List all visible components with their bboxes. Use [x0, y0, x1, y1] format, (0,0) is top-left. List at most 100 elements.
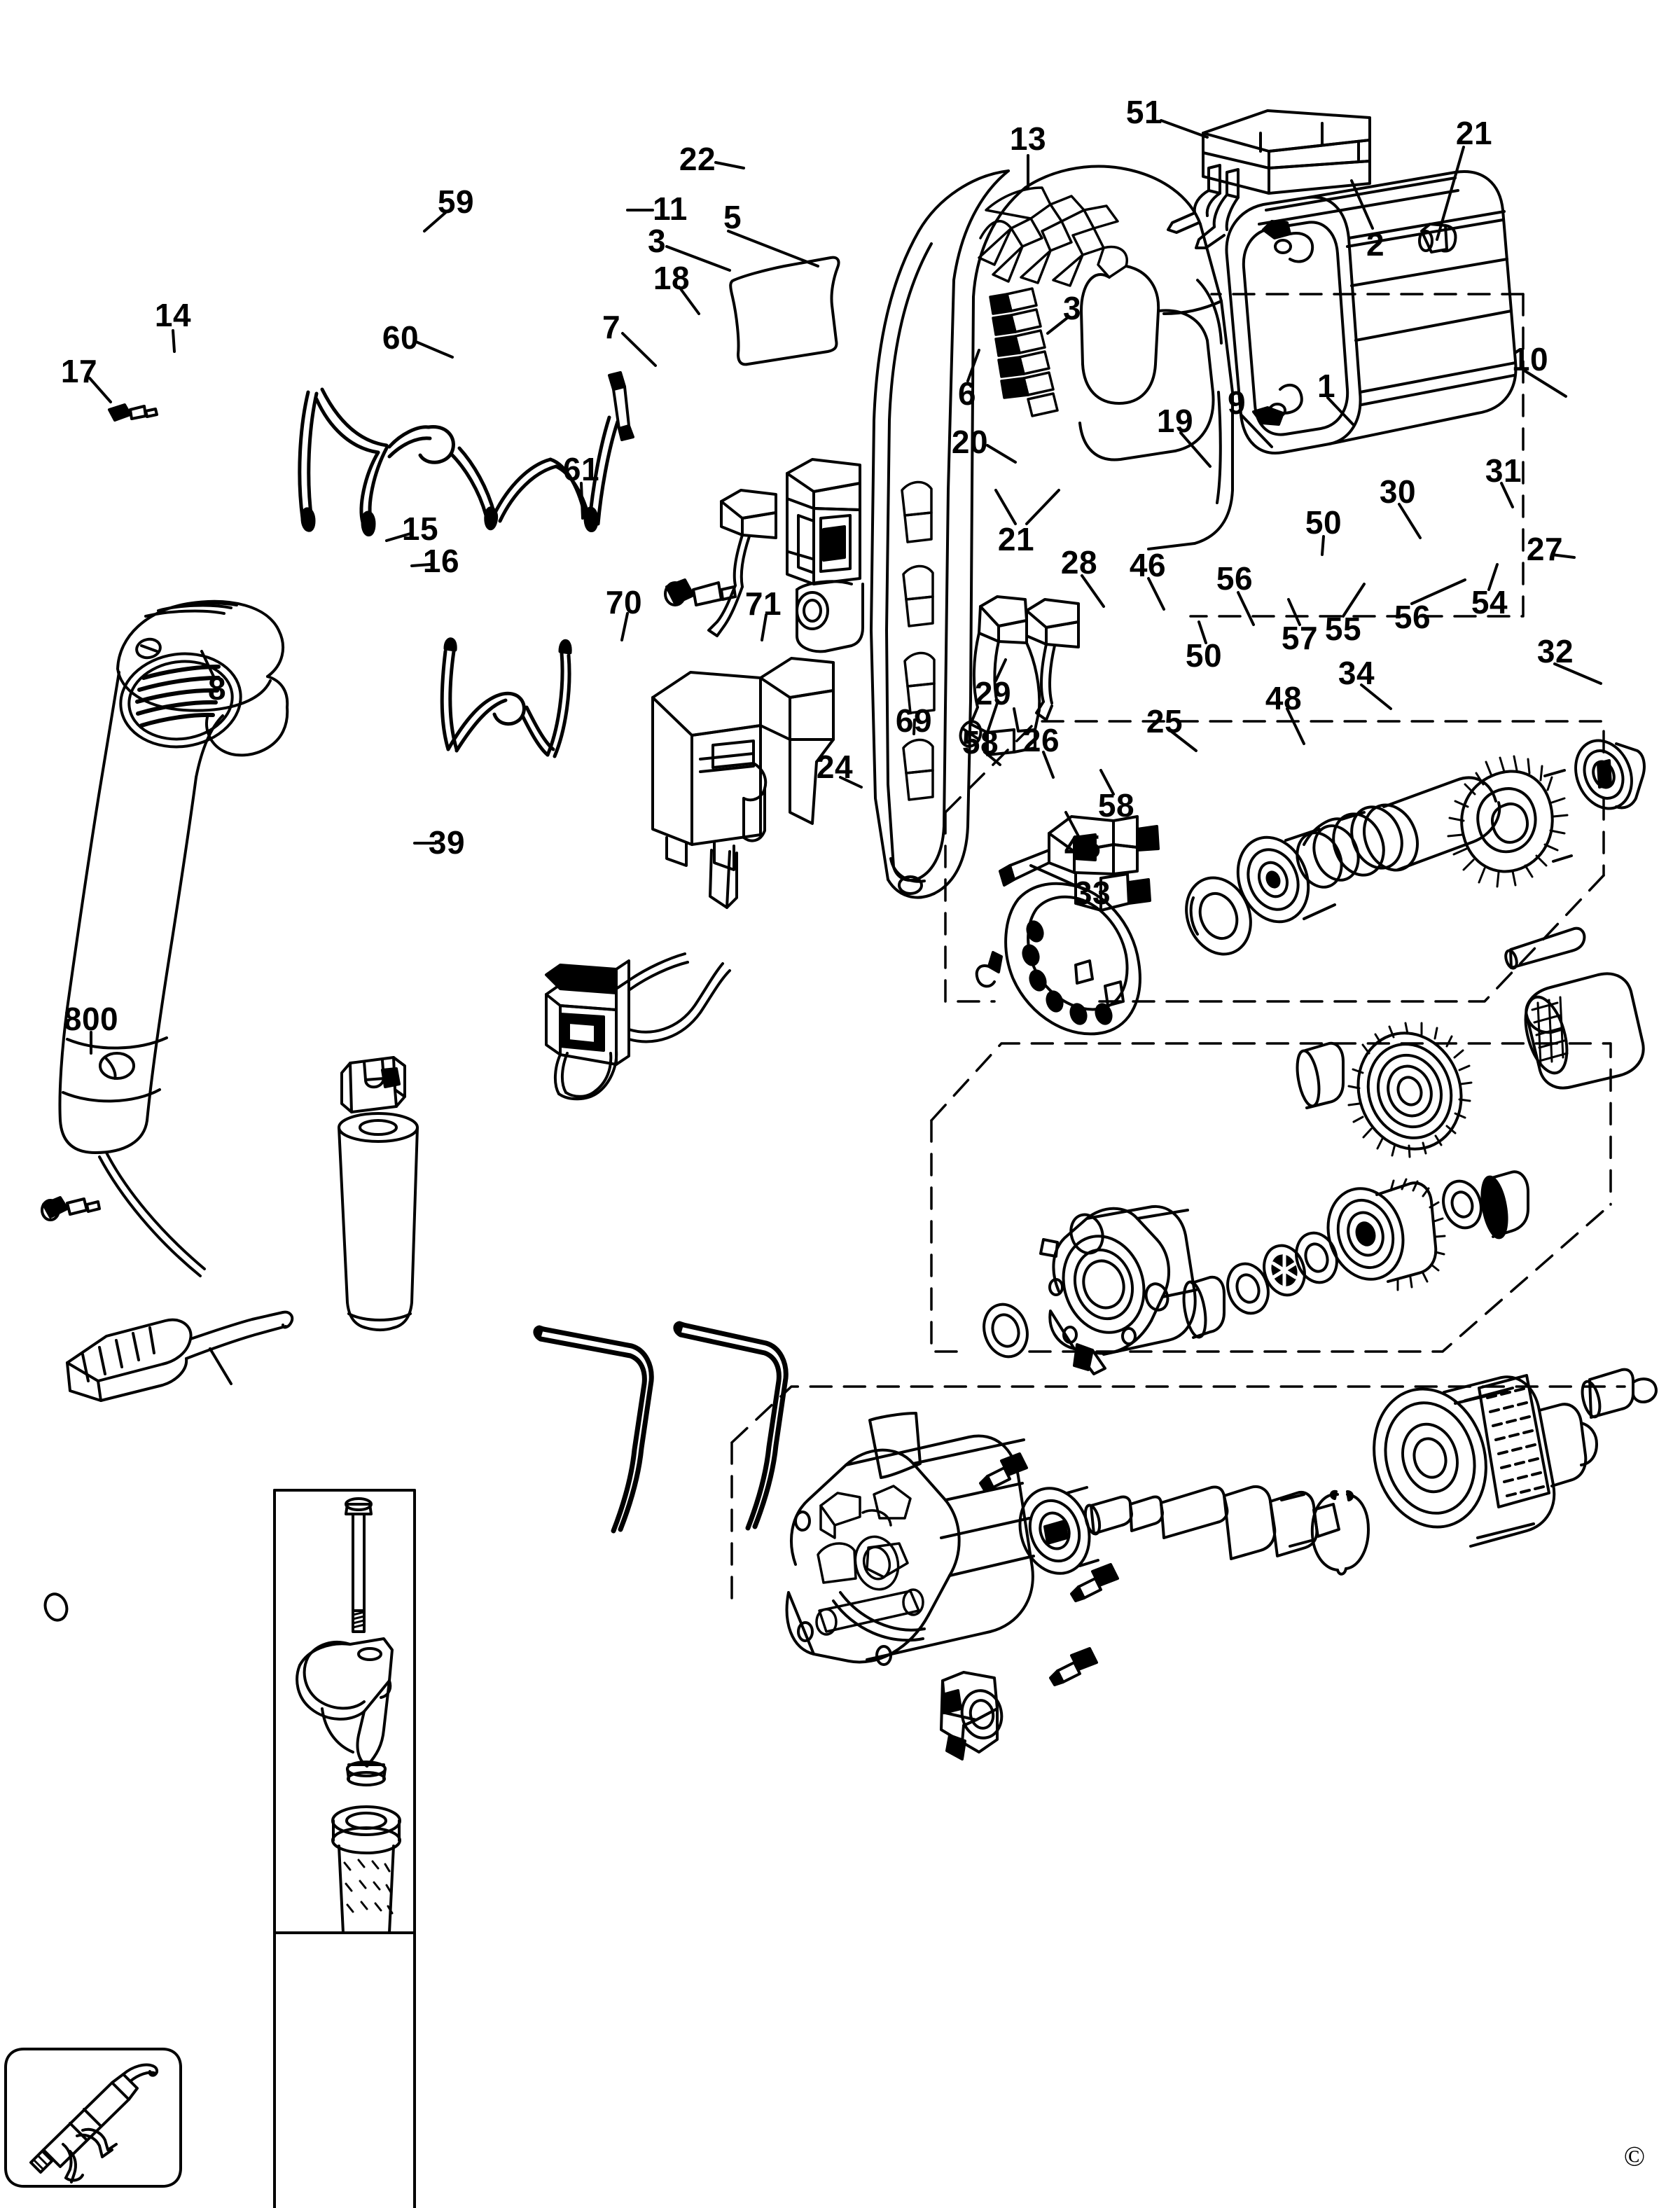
- callout-59: 59: [437, 183, 475, 220]
- callout-46: 46: [1129, 547, 1167, 583]
- callout-13: 13: [1009, 120, 1047, 157]
- callout-10: 10: [1511, 341, 1549, 377]
- callout-2: 2: [1366, 226, 1385, 263]
- callout-57: 57: [1281, 620, 1319, 656]
- terminal-3b: [1025, 598, 1080, 721]
- module-61: [545, 952, 731, 1101]
- callout-48: 48: [1265, 680, 1303, 716]
- callout-26: 26: [1022, 722, 1060, 758]
- callout-45: 45: [1064, 828, 1102, 865]
- callout-54: 54: [1471, 584, 1508, 620]
- callout-19: 19: [1156, 403, 1194, 439]
- snap-ring-48: [1310, 1490, 1370, 1576]
- housing-24: [785, 1434, 1035, 1666]
- callout-51: 51: [1125, 94, 1163, 130]
- screw-45: [1049, 1647, 1098, 1686]
- gearcase-28: [43, 1204, 1197, 1622]
- callout-34: 34: [1338, 655, 1375, 691]
- screw-58b: [1070, 1563, 1119, 1602]
- callout-61: 61: [562, 451, 600, 487]
- callout-8: 8: [207, 670, 227, 707]
- washer-56c: [1442, 1179, 1483, 1230]
- washer-56a: [1226, 1262, 1270, 1315]
- clutch-washer-57: [1263, 1244, 1306, 1297]
- label-69: [868, 1412, 922, 1479]
- dashed-group-field-case: [1189, 293, 1525, 618]
- callout-800: 800: [63, 1001, 119, 1037]
- callout-56a: 56: [1216, 560, 1254, 597]
- copyright-symbol: ©: [1623, 2140, 1646, 2172]
- callout-39: 39: [428, 824, 466, 861]
- callout-50a: 50: [1305, 504, 1342, 541]
- brush-ring-20: [975, 815, 1160, 1036]
- callout-5: 5: [723, 199, 742, 235]
- gear-30: [1347, 1022, 1473, 1158]
- callout-1: 1: [1317, 368, 1336, 404]
- screw-handle-lower: [41, 1196, 101, 1221]
- wire-set-60: [440, 637, 572, 758]
- callout-60: 60: [382, 319, 419, 356]
- callout-28: 28: [1060, 544, 1098, 581]
- callout-50b: 50: [1185, 637, 1223, 674]
- terminal-3a: [707, 489, 777, 637]
- callout-30: 30: [1379, 473, 1417, 510]
- callout-58a: 58: [962, 724, 999, 761]
- callout-29: 29: [974, 675, 1012, 711]
- housing-13: [870, 165, 1234, 899]
- callout-9: 9: [1227, 384, 1247, 421]
- callout-25: 25: [1146, 703, 1183, 740]
- cord-clamp-15: [340, 1056, 406, 1113]
- callout-7: 7: [602, 309, 621, 345]
- bearing-10: [1574, 739, 1646, 810]
- dashed-group-gearcase: [930, 1042, 1612, 1353]
- bearing-26: [1018, 1486, 1099, 1575]
- pin-31: [1504, 926, 1586, 970]
- bushing-50a: [1296, 1041, 1345, 1109]
- bushing-54: [1480, 1170, 1529, 1240]
- chuck-34: [1373, 1374, 1598, 1548]
- spindle-25: [1083, 1485, 1340, 1560]
- callout-33: 33: [1074, 875, 1111, 911]
- wire-70: [533, 1325, 654, 1534]
- callout-20: 20: [951, 424, 989, 460]
- cord-plug-8: [66, 1310, 294, 1402]
- callout-32: 32: [1536, 633, 1574, 669]
- callout-17: 17: [60, 353, 98, 389]
- callout-22: 22: [679, 141, 716, 177]
- callout-71: 71: [744, 585, 782, 622]
- washer-56b: [1295, 1231, 1338, 1284]
- callout-6: 6: [957, 375, 977, 412]
- armature-1: [1296, 755, 1573, 889]
- callout-70: 70: [605, 584, 643, 620]
- callout-58b: 58: [1097, 787, 1135, 824]
- gear-55: [1326, 1178, 1446, 1291]
- callout-69: 69: [895, 702, 933, 739]
- callout-27: 27: [1526, 531, 1564, 567]
- bushing-50b: [1182, 1275, 1226, 1339]
- cord-sleeve-16: [338, 1112, 419, 1331]
- part800-box: [4, 2048, 182, 2188]
- callout-55: 55: [1324, 611, 1362, 647]
- wire-71: [673, 1321, 789, 1531]
- screw-58a: [979, 1452, 1028, 1492]
- callout-21-mid: 21: [997, 521, 1035, 557]
- wire-set-59: [298, 387, 620, 536]
- handle-14: [58, 599, 289, 1277]
- dashed-group-spindle: [730, 1385, 1626, 1612]
- component-51: [1167, 109, 1371, 249]
- callout-15: 15: [401, 511, 439, 547]
- switch-5: [786, 458, 864, 653]
- callout-3a: 3: [647, 223, 667, 259]
- collar-33: [940, 1671, 1004, 1761]
- callout-18: 18: [653, 260, 690, 296]
- callout-3b: 3: [1062, 290, 1082, 326]
- callout-21-top: 21: [1455, 115, 1493, 151]
- callout-14: 14: [154, 297, 192, 333]
- switch-assembly-7: [651, 657, 835, 909]
- field-case-2: [1225, 170, 1518, 454]
- callout-31: 31: [1485, 452, 1522, 489]
- callout-11: 11: [653, 190, 688, 227]
- bearing-cage-27: [1524, 972, 1645, 1090]
